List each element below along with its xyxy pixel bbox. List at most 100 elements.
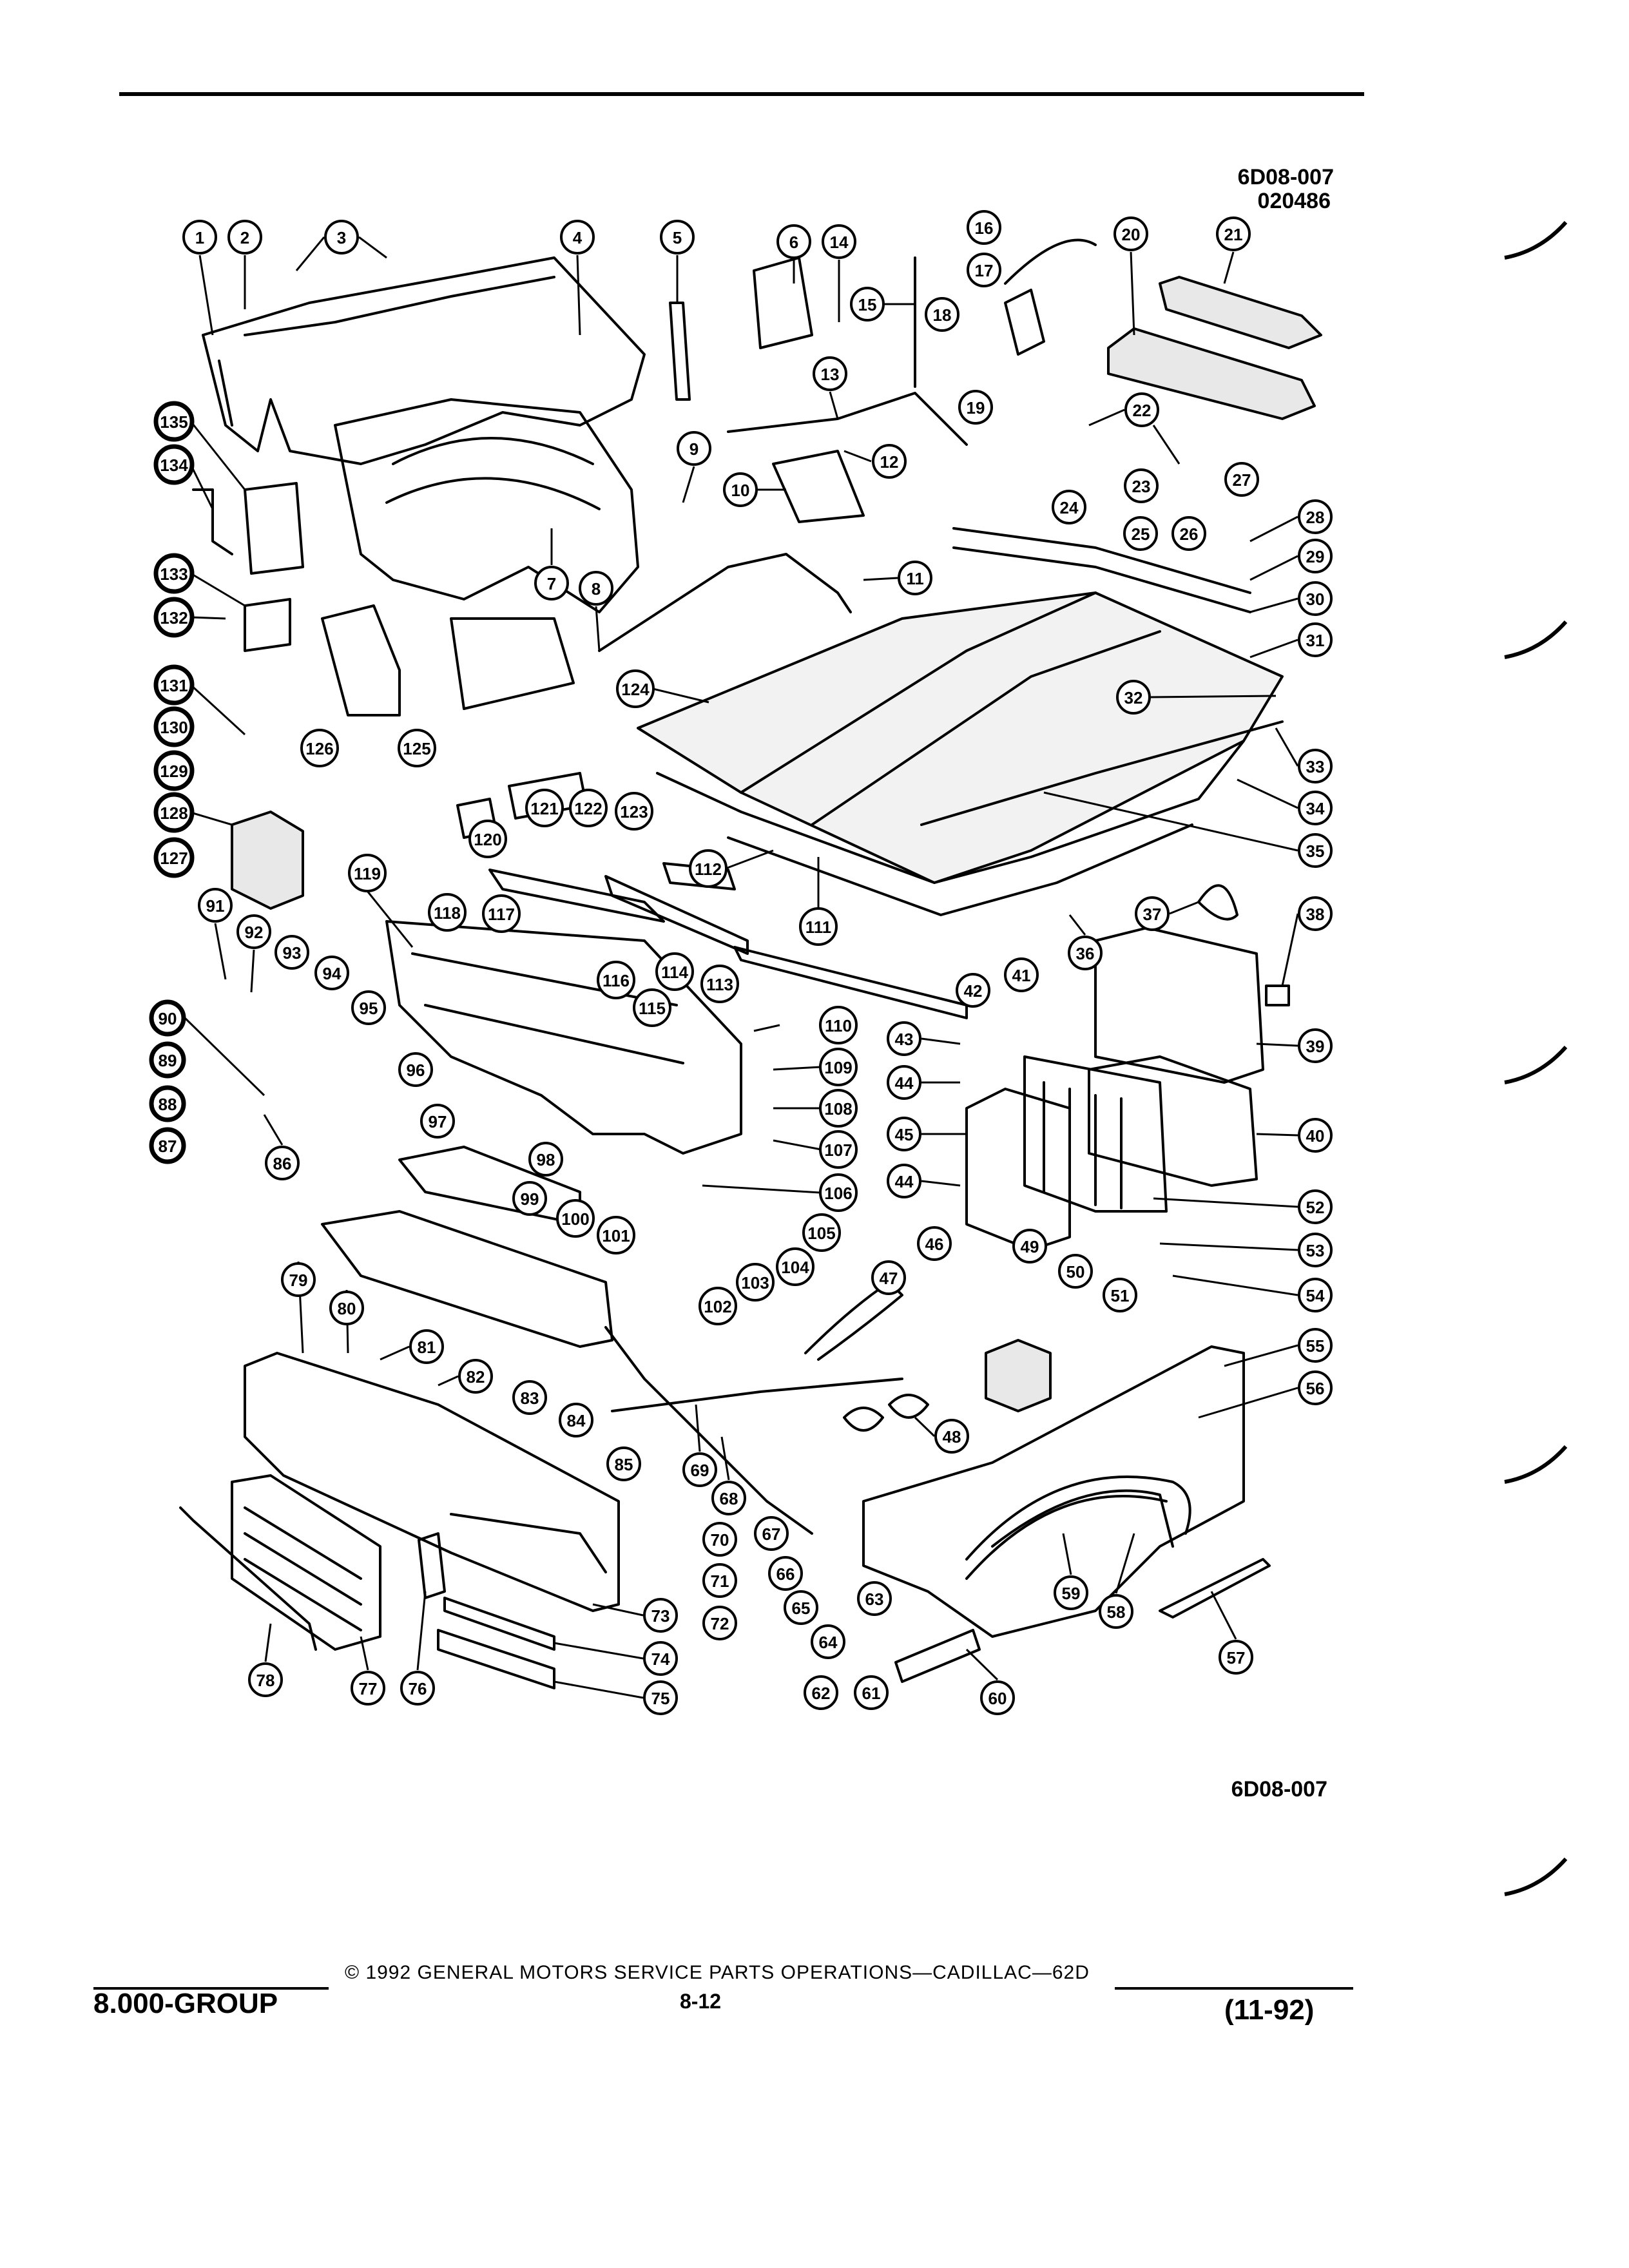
callout-number: 89 xyxy=(159,1051,177,1070)
callout-26: 26 xyxy=(1171,516,1206,551)
callout-44: 44 xyxy=(887,1065,921,1100)
callout-100: 100 xyxy=(556,1199,595,1238)
callout-number: 25 xyxy=(1132,524,1150,544)
callout-number: 130 xyxy=(160,718,188,737)
callout-number: 73 xyxy=(651,1606,670,1626)
callout-104: 104 xyxy=(776,1247,815,1286)
callout-74: 74 xyxy=(643,1641,678,1676)
callout-97: 97 xyxy=(420,1104,455,1139)
callout-number: 64 xyxy=(819,1633,838,1652)
callout-number: 52 xyxy=(1306,1198,1325,1217)
callout-21: 21 xyxy=(1216,216,1251,251)
callout-number: 7 xyxy=(547,574,556,593)
callout-number: 102 xyxy=(704,1297,731,1316)
callout-73: 73 xyxy=(643,1598,678,1633)
callout-41: 41 xyxy=(1004,957,1039,992)
top-rule xyxy=(119,92,1364,96)
callout-78: 78 xyxy=(248,1662,283,1697)
callout-121: 121 xyxy=(525,789,564,827)
callout-number: 4 xyxy=(573,228,583,247)
callout-number: 82 xyxy=(467,1367,485,1387)
callout-number: 101 xyxy=(602,1226,630,1245)
callout-number: 94 xyxy=(323,964,342,983)
binder-mark xyxy=(1504,1046,1568,1084)
callout-109: 109 xyxy=(819,1048,858,1086)
callout-number: 2 xyxy=(240,228,249,247)
callout-90: 90 xyxy=(149,999,186,1037)
callout-number: 87 xyxy=(159,1137,177,1156)
callout-number: 31 xyxy=(1306,631,1325,650)
callout-number: 41 xyxy=(1012,966,1031,985)
hinge-6 xyxy=(753,256,813,349)
callout-120: 120 xyxy=(468,820,507,858)
callout-number: 21 xyxy=(1224,225,1243,244)
coolant-reservoir xyxy=(231,811,304,910)
callout-number: 74 xyxy=(651,1649,670,1669)
callout-number: 106 xyxy=(824,1184,852,1203)
marker-lamp xyxy=(894,1629,981,1683)
callout-30: 30 xyxy=(1298,581,1333,616)
callout-number: 118 xyxy=(434,903,461,923)
callout-62: 62 xyxy=(804,1675,838,1710)
callout-117: 117 xyxy=(482,894,521,933)
callout-33: 33 xyxy=(1298,749,1333,783)
callout-123: 123 xyxy=(615,792,653,831)
callout-53: 53 xyxy=(1298,1233,1333,1267)
callout-113: 113 xyxy=(700,965,739,1003)
callout-63: 63 xyxy=(857,1581,892,1616)
callout-number: 84 xyxy=(567,1411,586,1430)
callout-number: 134 xyxy=(160,456,188,475)
callout-number: 85 xyxy=(615,1455,633,1474)
callout-number: 76 xyxy=(409,1679,427,1698)
copyright-line: © 1992 GENERAL MOTORS SERVICE PARTS OPER… xyxy=(345,1962,1090,1983)
callout-number: 111 xyxy=(805,918,832,937)
hose xyxy=(192,488,233,555)
group-label: 8.000-GROUP xyxy=(93,1988,278,2019)
callout-number: 34 xyxy=(1306,799,1325,818)
callout-number: 128 xyxy=(160,803,188,823)
callout-number: 26 xyxy=(1180,524,1199,544)
page-number: 8-12 xyxy=(680,1990,722,2013)
callout-131: 131 xyxy=(153,664,195,706)
callout-number: 10 xyxy=(731,481,750,500)
hood-panel xyxy=(637,591,1284,916)
callout-43: 43 xyxy=(887,1021,921,1056)
callout-number: 38 xyxy=(1306,905,1325,924)
callout-number: 28 xyxy=(1306,508,1325,527)
callout-number: 83 xyxy=(521,1389,539,1408)
callout-number: 53 xyxy=(1306,1241,1325,1260)
callout-95: 95 xyxy=(351,990,386,1025)
callout-92: 92 xyxy=(236,914,271,949)
callout-35: 35 xyxy=(1298,833,1333,868)
callout-number: 107 xyxy=(824,1140,852,1160)
callout-number: 133 xyxy=(160,564,188,584)
callout-114: 114 xyxy=(655,952,694,991)
callout-number: 9 xyxy=(689,439,699,459)
callout-number: 67 xyxy=(762,1524,781,1544)
radiator-support xyxy=(385,920,742,1155)
callout-number: 124 xyxy=(621,680,650,699)
callout-29: 29 xyxy=(1298,539,1333,573)
callout-number: 122 xyxy=(574,799,602,818)
callout-number: 47 xyxy=(880,1269,898,1288)
cowl-panel xyxy=(1159,276,1322,349)
callout-number: 37 xyxy=(1143,905,1162,924)
callout-38: 38 xyxy=(1298,896,1333,931)
callout-1: 1 xyxy=(182,220,217,255)
callout-11: 11 xyxy=(898,561,932,595)
callout-119: 119 xyxy=(348,854,387,892)
callout-number: 96 xyxy=(407,1061,425,1080)
strip-5 xyxy=(669,302,691,401)
horns xyxy=(843,1394,929,1432)
revision-date: (11-92) xyxy=(1224,1994,1315,2026)
callout-number: 105 xyxy=(807,1224,835,1243)
callout-number: 29 xyxy=(1306,547,1325,566)
callout-number: 61 xyxy=(862,1684,881,1703)
filler-panel xyxy=(244,482,304,575)
callout-17: 17 xyxy=(967,253,1001,287)
callout-number: 100 xyxy=(561,1209,589,1229)
hood-seal xyxy=(920,720,1284,826)
callout-9: 9 xyxy=(677,431,711,466)
